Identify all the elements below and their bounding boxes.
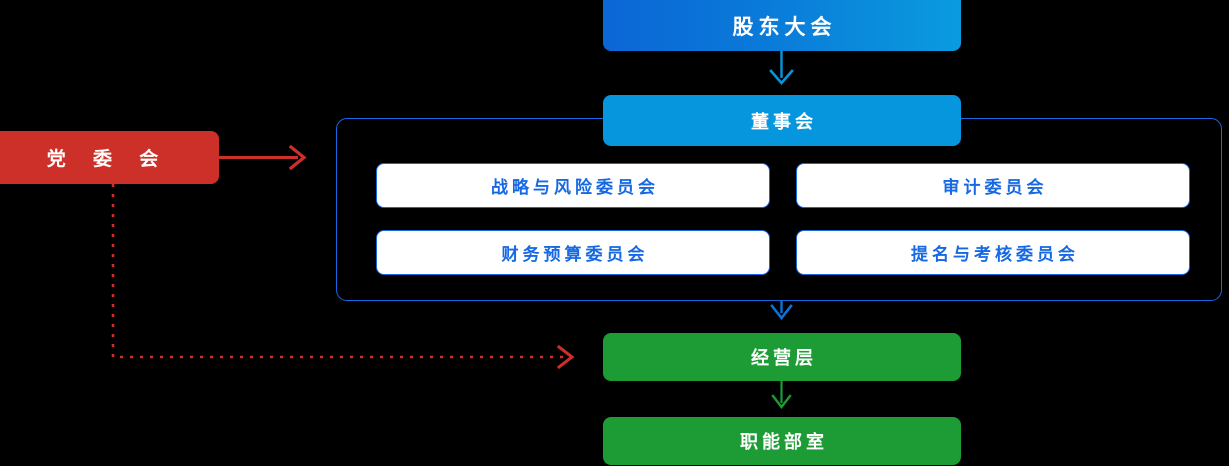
node-functional-departments[interactable]: 职能部室 [603,417,961,465]
connector-management-to-departments [771,381,792,409]
node-board-of-directors[interactable]: 董事会 [603,95,961,146]
node-shareholders-meeting[interactable]: 股东大会 [603,0,961,51]
connector-shareholders-to-board [769,51,794,85]
node-committee-nomination-assessment[interactable]: 提名与考核委员会 [796,230,1190,275]
connector-party-to-board [219,144,307,171]
node-party-committee[interactable]: 党 委 会 [0,131,219,184]
node-management-layer[interactable]: 经营层 [603,333,961,381]
node-committee-audit[interactable]: 审计委员会 [796,163,1190,208]
node-committee-finance-budget[interactable]: 财务预算委员会 [376,230,770,275]
connector-board-to-management [770,300,793,321]
node-committee-strategy-risk[interactable]: 战略与风险委员会 [376,163,770,208]
